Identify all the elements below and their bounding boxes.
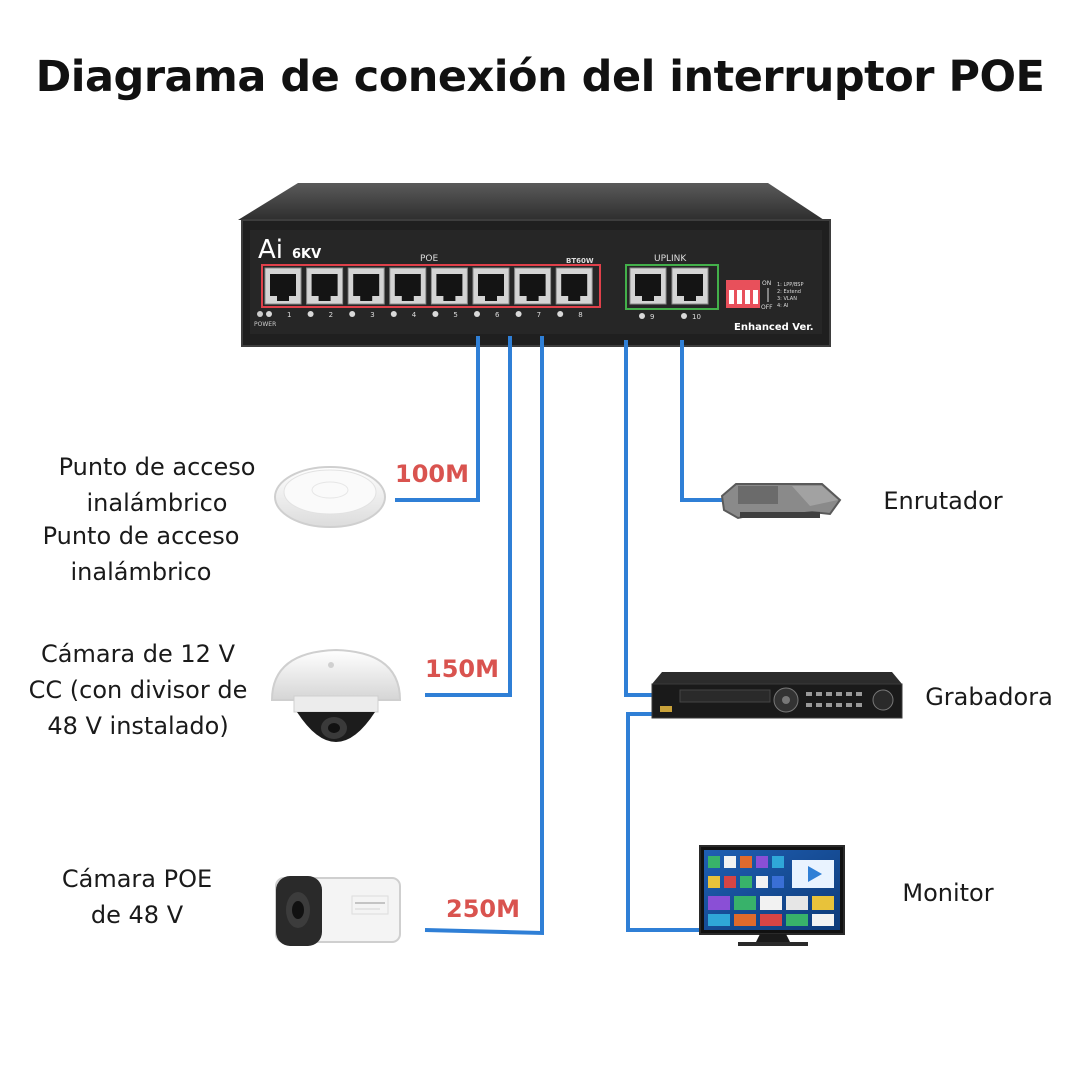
uplink-ports [629, 267, 709, 305]
port-number-8: 8 [578, 311, 582, 319]
poe-port-2 [306, 267, 344, 305]
port-number-6: 6 [495, 311, 500, 319]
poe-port-frame [261, 264, 601, 308]
power-led [257, 311, 263, 317]
port-number-2: 2 [329, 311, 333, 319]
cable-monitor [626, 712, 700, 932]
port-number-3: 3 [370, 311, 374, 319]
port-led-9 [639, 313, 645, 319]
poe-port-1 [264, 267, 302, 305]
port-number-9: 9 [650, 313, 654, 321]
brand-logo-kv: 6KV [292, 247, 321, 262]
port-led-7 [515, 311, 522, 317]
dome-camera-label: Cámara de 12 V CC (con divisor de 48 V i… [28, 640, 248, 740]
port-number-7: 7 [537, 311, 541, 319]
speed-label-bullet-camera: 250M [446, 895, 520, 923]
cables [395, 336, 730, 936]
dip-switch-levers [729, 290, 758, 304]
power-label: POWER [254, 321, 276, 328]
port-led-5 [432, 311, 439, 317]
router-icon [720, 483, 842, 520]
access-point-label: Punto de acceso inalámbrico [58, 453, 256, 517]
port-led-8 [557, 311, 564, 317]
enhanced-version-label: Enhanced Ver. [734, 322, 814, 333]
dip-option-3: 3: VLAN [777, 296, 797, 302]
uplink-port-frame [625, 264, 719, 310]
port-led-10 [681, 313, 687, 319]
cable-router [680, 340, 730, 502]
poe-port-4 [389, 267, 427, 305]
port-led-2 [307, 311, 314, 317]
dome-camera-icon [270, 648, 402, 742]
poe-ports [264, 267, 593, 305]
uplink-port-group-label: UPLINK [654, 254, 687, 264]
poe-port-group-label: POE [420, 254, 439, 264]
port-number-1: 1 [287, 311, 291, 319]
poe-port-3 [347, 267, 385, 305]
cable-bullet-camera [424, 336, 544, 936]
dip-option-2: 2: Extend [777, 289, 801, 295]
speed-label-dome-camera: 150M [425, 655, 499, 683]
cable-access-point [395, 336, 480, 502]
poe-port-5 [430, 267, 468, 305]
brand-logo-ai: Ai [258, 235, 283, 265]
bullet-camera-icon [275, 876, 401, 946]
poe-port-8 [555, 267, 593, 305]
dip-off-label: OFF [761, 304, 773, 311]
bullet-camera-label: Cámara POE de 48 V [61, 865, 213, 929]
dip-on-label: ON [762, 280, 771, 287]
port-led-4 [390, 311, 397, 317]
page-title: Diagrama de conexión del interruptor POE [35, 52, 1045, 102]
recorder-icon [651, 672, 903, 719]
recorder-label: Grabadora [925, 683, 1053, 711]
router-label: Enrutador [883, 487, 1003, 515]
uplink-port-9 [629, 267, 667, 305]
access-point-icon [274, 466, 386, 528]
speed-label-access-point: 100M [395, 460, 469, 488]
poe-port-6 [472, 267, 510, 305]
access-point-label-duplicate: Punto de acceso inalámbrico [42, 522, 240, 586]
port-led-3 [349, 311, 356, 317]
uplink-port-10 [671, 267, 709, 305]
switch-top-face [238, 183, 824, 220]
dip-option-4: 4: AI [777, 303, 788, 309]
monitor-label: Monitor [902, 879, 994, 907]
poe-switch: Ai 6KV POE BT60W UPLINK 1 2 3 4 5 6 7 8 9 10 POWE… [238, 183, 831, 347]
bt60w-label: BT60W [566, 257, 594, 265]
dip-option-1: 1: LPP/BSP [777, 282, 804, 288]
port-number-10: 10 [692, 313, 701, 321]
port-number-5: 5 [453, 311, 457, 319]
monitor-app-tiles [708, 856, 834, 926]
recorder-buttons [806, 692, 862, 707]
monitor-icon [699, 845, 845, 946]
port-led-6 [474, 311, 480, 317]
poe-port-7 [514, 267, 552, 305]
cable-recorder [624, 340, 652, 697]
port-number-4: 4 [412, 311, 417, 319]
cable-dome-camera [425, 336, 512, 697]
port-numbers: 1 2 3 4 5 6 7 8 9 10 [266, 311, 701, 321]
port-led-1 [266, 311, 272, 317]
